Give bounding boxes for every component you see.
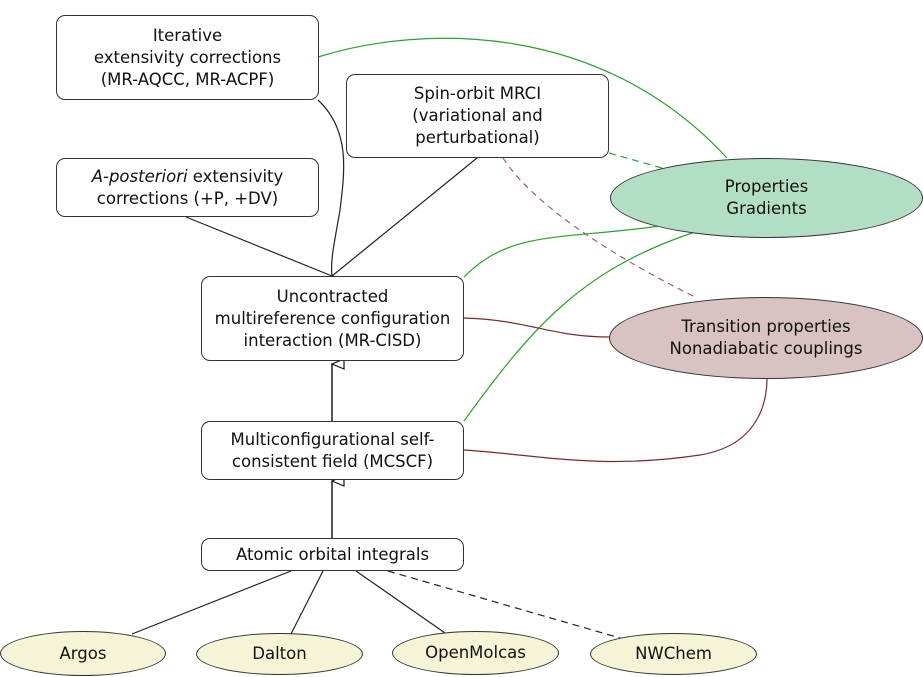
node-text: Nonadiabatic couplings (669, 339, 863, 358)
node-text-italic: A-posteriori (91, 166, 188, 186)
node-text: interaction (MR-CISD) (243, 330, 422, 350)
node-text: OpenMolcas (425, 643, 526, 662)
node-text: multireference configuration (214, 308, 451, 328)
node-argos[interactable]: Argos (0, 631, 166, 676)
edge-ao-argos (131, 570, 292, 635)
node-text: (variational and (412, 106, 543, 125)
node-text: Transition properties (681, 317, 851, 336)
edge-ao-nwchem (387, 570, 621, 639)
node-a-posteriori-corrections[interactable]: A-posteriori extensivity corrections (+P… (56, 158, 319, 217)
node-nwchem[interactable]: NWChem (590, 633, 757, 675)
node-text: Multiconfigurational self- (230, 429, 435, 449)
node-text: Argos (59, 643, 107, 663)
node-iterative-extensivity[interactable]: Iterative extensivity corrections (MR-AQ… (56, 15, 319, 100)
node-text: Uncontracted (276, 286, 389, 306)
edge-iterative-properties (317, 37, 728, 159)
edge-mcscf-properties (463, 231, 696, 422)
node-text: corrections (+P, +DV) (96, 188, 279, 208)
edge-mrcisd-properties (463, 225, 661, 278)
edge-ao-dalton (290, 570, 324, 635)
edge-spinorbit-transition (502, 157, 698, 299)
node-text: extensivity corrections (93, 47, 282, 67)
node-text: Atomic orbital integrals (235, 544, 430, 564)
node-text: A-posteriori extensivity (92, 166, 284, 188)
node-text: Spin-orbit MRCI (413, 84, 542, 103)
edge-ao-openmolcas (355, 570, 446, 634)
node-transition-properties[interactable]: Transition properties Nonadiabatic coupl… (609, 297, 923, 379)
node-atomic-orbital-integrals[interactable]: Atomic orbital integrals (201, 538, 464, 571)
node-text: Iterative (152, 25, 223, 45)
node-mr-cisd[interactable]: Uncontracted multireference configuratio… (201, 276, 464, 361)
edge-spinorbit-mrcisd (331, 157, 478, 277)
node-mcscf[interactable]: Multiconfigurational self- consistent fi… (201, 421, 464, 480)
node-text: extensivity (187, 166, 284, 186)
node-text: (MR-AQCC, MR-ACPF) (100, 69, 275, 89)
node-dalton[interactable]: Dalton (196, 633, 363, 675)
edge-iterative-mrcisd (317, 99, 345, 277)
node-properties-gradients[interactable]: Properties Gradients (610, 158, 923, 238)
edge-mrcisd-transition (463, 317, 611, 338)
node-text: perturbational) (415, 128, 540, 147)
edge-aposteriori-mrcisd (185, 216, 333, 277)
node-text: consistent field (MCSCF) (231, 451, 434, 471)
node-text: NWChem (635, 644, 712, 663)
node-text: Dalton (252, 644, 307, 663)
node-openmolcas[interactable]: OpenMolcas (392, 631, 559, 675)
node-text: Gradients (726, 199, 807, 218)
node-text: Properties (724, 177, 809, 196)
node-spin-orbit-mrci[interactable]: Spin-orbit MRCI (variational and perturb… (346, 74, 609, 158)
edge-mcscf-transition (463, 377, 768, 463)
